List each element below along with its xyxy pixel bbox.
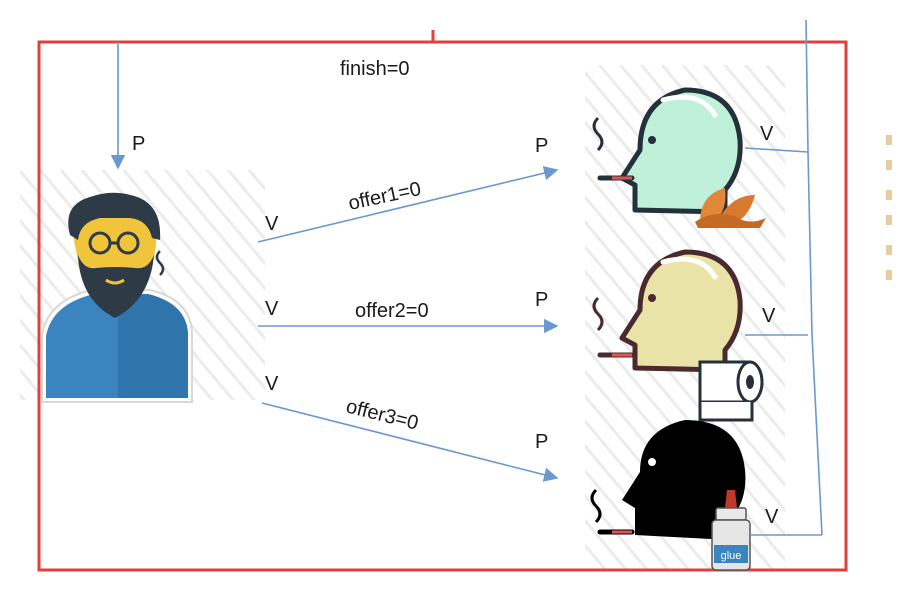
glue-bottle-icon: glue bbox=[711, 490, 751, 571]
offer1-arrow bbox=[257, 166, 559, 243]
smoker-glue: glue bbox=[590, 420, 751, 571]
offer1-label: offer1=0 bbox=[346, 178, 423, 215]
offer2-source-label: V bbox=[265, 298, 279, 320]
offer1-source-label: V bbox=[265, 213, 279, 235]
smoker2-return-label: V bbox=[762, 305, 776, 327]
smoker3-return-label: V bbox=[765, 506, 779, 528]
tobacco-leaf-icon bbox=[695, 188, 766, 228]
smoker1-return-label: V bbox=[760, 123, 774, 145]
smoker-tobacco bbox=[592, 87, 766, 228]
offer3-source-label: V bbox=[265, 373, 279, 395]
offer3-arrow bbox=[261, 402, 559, 482]
cropped-side-marks bbox=[886, 135, 892, 280]
offer2-target-label: P bbox=[535, 289, 548, 311]
offer2-label: offer2=0 bbox=[355, 300, 429, 322]
offer1-target-label: P bbox=[535, 135, 548, 157]
agent-signal-label: P bbox=[132, 133, 145, 155]
finish-label: finish=0 bbox=[340, 58, 410, 80]
offer3-target-label: P bbox=[535, 431, 548, 453]
frame bbox=[37, 40, 848, 572]
glue-label: glue bbox=[721, 550, 742, 562]
agent-avatar bbox=[41, 192, 193, 403]
return-bus-line bbox=[805, 19, 823, 536]
smoker1-return-line bbox=[744, 147, 809, 153]
smoker-paper bbox=[592, 249, 764, 422]
paper-roll-icon bbox=[698, 360, 764, 422]
offer3-label: offer3=0 bbox=[344, 396, 421, 435]
